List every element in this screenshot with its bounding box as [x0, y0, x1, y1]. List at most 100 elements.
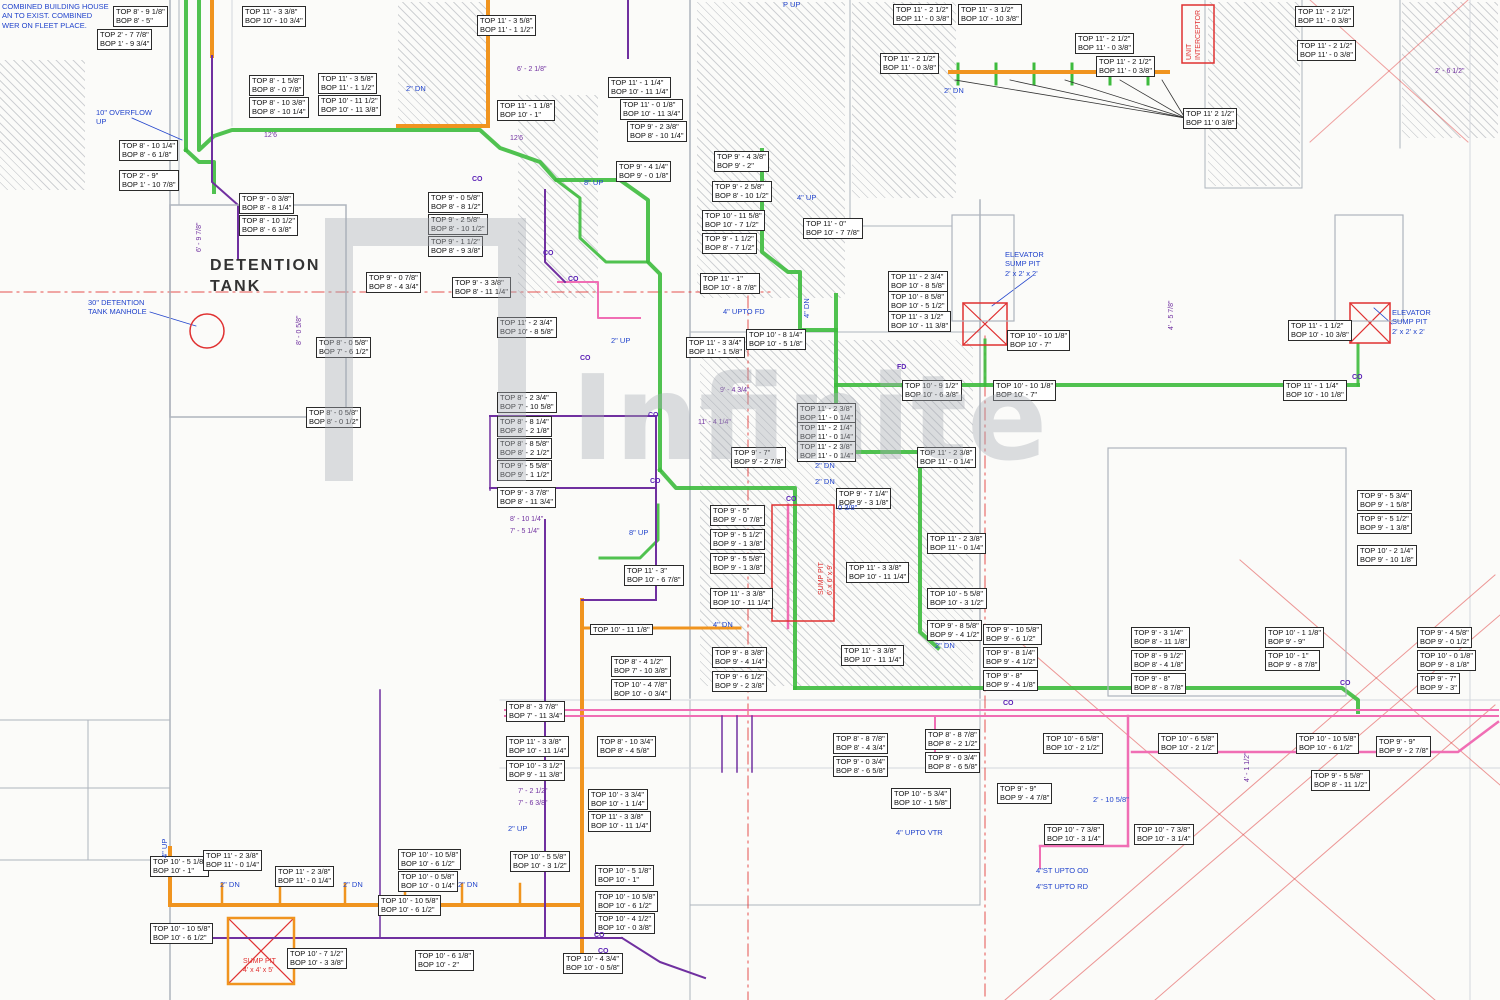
purple-line — [211, 55, 239, 259]
cleanout-marker: CO — [598, 948, 609, 955]
elevation-label: TOP 11' - 3 3/8"BOP 10' - 11 1/4" — [710, 588, 774, 609]
elevation-label: TOP 2' - 9"BOP 1' - 10 7/8" — [119, 170, 179, 191]
cleanout-marker: CO — [543, 250, 554, 257]
black-line — [954, 79, 1186, 119]
elevation-label: TOP 8' - 9 1/2"BOP 8' - 4 1/8" — [1131, 650, 1187, 671]
elevation-label: TOP 10' - 11 1/8" — [590, 624, 653, 636]
note-label: 0 3/8" — [838, 503, 858, 512]
note-label: 2" DN — [815, 461, 835, 470]
cleanout-marker: CO — [648, 412, 659, 419]
note-label: 4" UPTO VTR — [896, 828, 943, 837]
elevation-label: TOP 9' - 2 5/8"BOP 8' - 10 1/2" — [428, 214, 488, 235]
red-line — [227, 917, 295, 985]
green-line — [760, 148, 838, 332]
elevation-label: TOP 11' - 2 1/2"BOP 11' - 0 3/8" — [1096, 56, 1156, 77]
elevation-label: TOP 11' - 1"BOP 10' - 8 7/8" — [700, 273, 760, 294]
elevation-label: TOP 10' - 1 1/8"BOP 9' - 9" — [1265, 627, 1325, 648]
red-line — [1154, 704, 1496, 1000]
green-line — [598, 503, 660, 560]
elevation-label: TOP 11' - 3 3/8"BOP 10' - 10 3/4" — [242, 6, 306, 27]
elevation-label: TOP 10' - 10 1/8"BOP 10' - 7" — [993, 380, 1057, 401]
elevation-label: TOP 10' - 11 1/2"BOP 10' - 11 3/8" — [318, 95, 382, 116]
red-line — [1239, 559, 1500, 786]
elevation-label: TOP 8' - 1 5/8"BOP 8' - 0 7/8" — [249, 75, 305, 96]
elevation-label: TOP 11' - 1 1/8"BOP 10' - 1" — [497, 100, 556, 121]
dimension-label: 9' - 4 3/4" — [720, 387, 750, 394]
elevation-label: TOP 9' - 8"BOP 9' - 4 1/8" — [983, 670, 1039, 691]
green-line — [657, 467, 797, 690]
note-label: 2" DN — [944, 86, 964, 95]
elevator-pit-outline — [962, 302, 1008, 346]
elevation-label: TOP 11' - 3"BOP 10' - 6 7/8" — [624, 565, 684, 586]
elevation-label: TOP 8' - 10 3/8"BOP 8' - 10 1/4" — [249, 97, 309, 118]
dimension-label: 4' - 1 1/2" — [1244, 752, 1251, 782]
elevation-label: TOP 10' - 10 5/8"BOP 10' - 6 1/2" — [378, 895, 442, 916]
purple-line — [544, 189, 567, 284]
elevation-label: TOP 8' - 8 7/8"BOP 8' - 2 1/2" — [925, 729, 981, 750]
cleanout-marker: CO — [594, 932, 605, 939]
elevation-label: TOP 11' - 2 3/8"BOP 11' - 0 1/4" — [927, 533, 987, 554]
blue-line — [149, 311, 197, 327]
elevation-label: TOP 10' - 1"BOP 9' - 8 7/8" — [1265, 650, 1321, 671]
red-line — [1349, 302, 1391, 344]
cleanout-marker: CO — [1003, 700, 1014, 707]
elevation-label: TOP 9' - 2 3/8"BOP 8' - 10 1/4" — [627, 121, 687, 142]
elevation-label: TOP 8' - 8 5/8"BOP 8' - 2 1/2" — [497, 438, 553, 459]
purple-line — [620, 936, 707, 980]
red-line — [1004, 574, 1496, 1000]
elevation-label: TOP 9' - 3 1/4"BOP 8' - 11 1/8" — [1131, 627, 1191, 648]
elevation-label: TOP 9' - 0 3/4"BOP 8' - 6 5/8" — [833, 756, 889, 777]
elevation-label: TOP 10' - 2 1/4"BOP 9' - 10 1/8" — [1357, 545, 1417, 566]
elevation-label: TOP 10' - 7 1/2"BOP 10' - 3 3/8" — [287, 948, 347, 969]
elevation-label: TOP 11' - 2 1/2"BOP 11' - 0 3/8" — [893, 4, 953, 25]
elevation-label: TOP 9' - 7"BOP 9' - 2 7/8" — [731, 447, 787, 468]
red-line — [962, 302, 1008, 346]
dimension-label: 6' - 2 1/8" — [517, 66, 547, 73]
elevation-label: TOP 9' - 9"BOP 9' - 4 7/8" — [997, 783, 1053, 804]
elevation-label: TOP 11' - 3 1/2"BOP 10' - 10 3/8" — [958, 4, 1022, 25]
elevation-label: TOP 9' - 8 1/4"BOP 9' - 4 1/2" — [983, 647, 1039, 668]
elevation-label: TOP 8' - 3 7/8"BOP 7' - 11 3/4" — [506, 701, 566, 722]
elevation-label: TOP 8' - 4 1/2"BOP 7' - 10 3/8" — [611, 656, 671, 677]
elevation-label: TOP 9' - 7 1/4"BOP 9' - 3 1/8" — [836, 488, 892, 509]
blue-line — [131, 117, 183, 141]
elevation-label: TOP 11' - 2 3/4"BOP 10' - 8 5/8" — [497, 317, 557, 338]
elevation-label: TOP 10' - 0 5/8"BOP 10' - 0 1/4" — [398, 871, 458, 892]
room-outline — [1107, 447, 1347, 697]
elevation-label: TOP 10' - 10 5/8"BOP 10' - 6 1/2" — [595, 891, 659, 912]
hatched-region — [1402, 2, 1498, 138]
note-label: 2' - 10 5/8" — [1093, 795, 1129, 804]
elevation-label: TOP 9' - 9"BOP 9' - 2 7/8" — [1376, 736, 1432, 757]
elevation-label: TOP 10' - 4 1/2"BOP 10' - 0 3/8" — [595, 913, 655, 934]
elevation-label: TOP 10' - 5 5/8"BOP 10' - 3 1/2" — [927, 588, 987, 609]
elevation-label: TOP 11' - 2 3/8"BOP 11' - 0 1/4" — [797, 403, 857, 424]
elevation-label: TOP 9' - 3 3/8"BOP 8' - 11 1/4" — [452, 277, 512, 298]
hatched-region — [398, 2, 486, 124]
elevation-label: TOP 9' - 0 3/4"BOP 8' - 6 5/8" — [925, 752, 981, 773]
dimension-label: 4' - 5 7/8" — [1168, 300, 1175, 330]
elevation-label: TOP 9' - 5 5/8"BOP 9' - 1 3/8" — [710, 553, 766, 574]
elevation-label: TOP 10' - 4 7/8"BOP 10' - 0 3/4" — [611, 679, 671, 700]
elevation-label: TOP 8' - 10 1/2"BOP 8' - 6 3/8" — [239, 215, 299, 236]
elevation-label: TOP 2' - 7 7/8"BOP 1' - 9 3/4" — [97, 29, 153, 50]
elevation-label: TOP 8' - 10 3/4"BOP 8' - 4 5/8" — [597, 736, 657, 757]
cleanout-marker: CO — [650, 478, 661, 485]
elevation-label: TOP 9' - 3 7/8"BOP 8' - 11 3/4" — [497, 487, 557, 508]
elevation-label: TOP 10' - 10 5/8"BOP 10' - 6 1/2" — [150, 923, 214, 944]
elevation-label: TOP 11' - 2 3/8"BOP 11' - 0 1/4" — [917, 447, 977, 468]
elevation-label: TOP 8' - 9 1/8"BOP 8' - 5" — [113, 6, 168, 27]
dimension-label: 7' - 6 3/8" — [518, 800, 548, 807]
elevation-label: TOP 11' - 3 3/8"BOP 10' - 11 1/4" — [588, 811, 652, 832]
pink-line — [1130, 720, 1500, 754]
green-line — [553, 177, 650, 264]
elevation-label: TOP 9' - 8 5/8"BOP 9' - 4 1/2" — [927, 620, 983, 641]
note-label: 4" UP — [160, 838, 169, 858]
note-label: P UP — [783, 0, 801, 9]
note-label: 4" DN — [802, 298, 811, 318]
